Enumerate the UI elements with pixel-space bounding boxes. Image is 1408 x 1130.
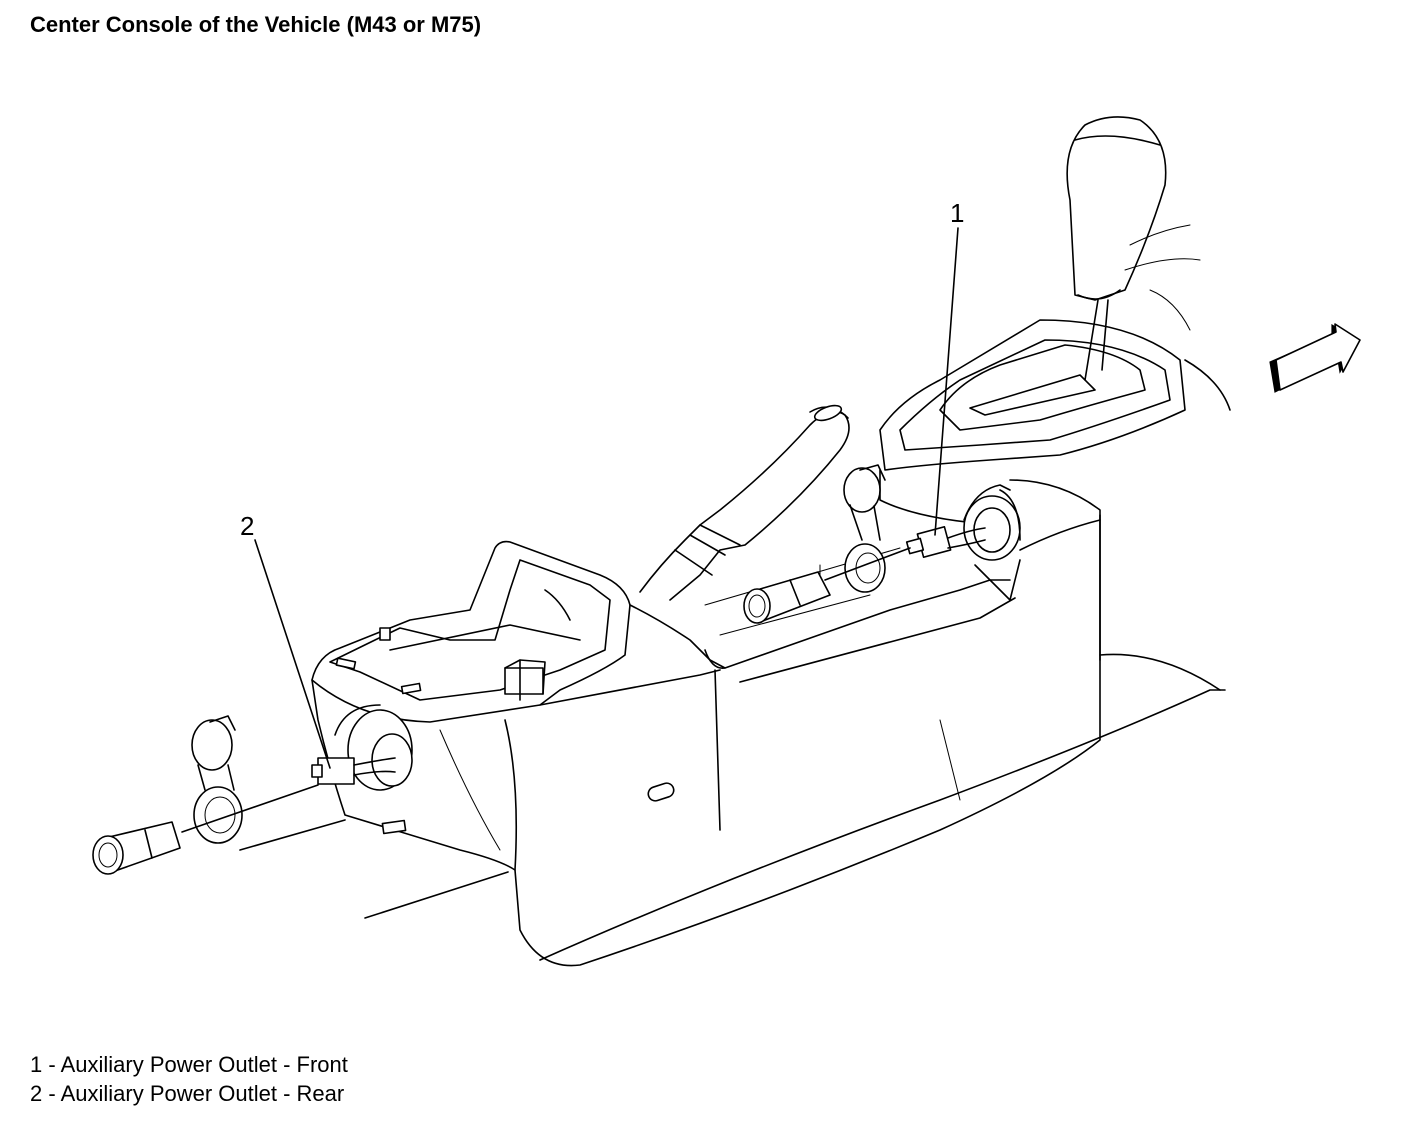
rear-storage-bin [311,540,631,723]
vehicle-front-arrow-icon [1269,323,1361,393]
shifter-assembly [879,116,1231,526]
console-lid [539,547,1021,706]
diagram-title: Center Console of the Vehicle (M43 or M7… [30,12,482,37]
floor-lines [239,653,1226,961]
front-power-outlet [743,464,1021,624]
callout-1-number: 1 [950,198,964,228]
parking-brake-handle [639,404,850,601]
legend: 1 - Auxiliary Power Outlet - Front 2 - A… [30,1050,348,1108]
console-body [311,479,1101,967]
legend-item-2: 2 - Auxiliary Power Outlet - Rear [30,1081,345,1106]
callout-2-leader [254,539,331,769]
callout-2-number: 2 [240,511,254,541]
callout-1-leader [934,227,959,536]
rear-power-outlet [92,704,413,875]
legend-item-1: 1 - Auxiliary Power Outlet - Front [30,1052,348,1077]
